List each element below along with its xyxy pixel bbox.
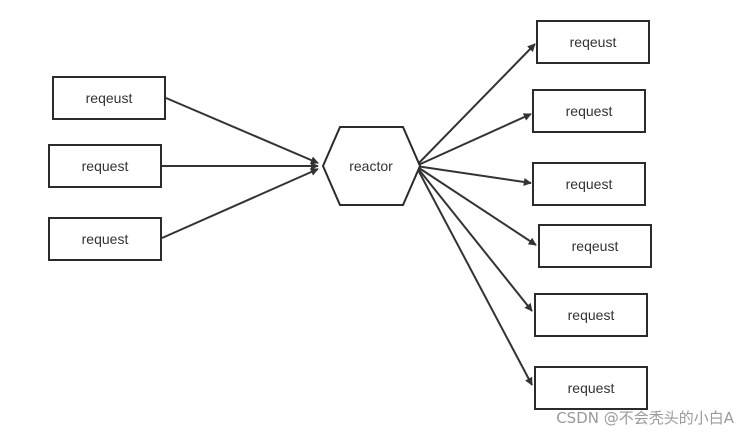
output-request-box-4: [538, 224, 652, 268]
output-request-box-6: [534, 366, 648, 410]
output-request-box-1: [536, 20, 650, 64]
output-request-box-3: [532, 162, 646, 206]
output-request-label-4: reqeust: [572, 238, 619, 254]
output-request-label-6: request: [568, 380, 615, 396]
input-request-label-1: reqeust: [86, 90, 133, 106]
output-request-label-3: request: [566, 176, 613, 192]
reactor-hexagon: [321, 126, 422, 206]
edge-output-5: [415, 165, 533, 312]
input-request-box-3: [48, 217, 162, 261]
input-request-label-2: request: [82, 158, 129, 174]
reactor-label: reactor: [349, 158, 393, 174]
input-request-box-2: [48, 144, 162, 188]
output-request-label-1: reqeust: [570, 34, 617, 50]
edge-output-2: [415, 113, 532, 167]
edge-output-1: [415, 43, 536, 167]
input-request-box-1: [52, 76, 166, 120]
edge-output-6: [415, 165, 533, 386]
output-request-label-2: request: [566, 103, 613, 119]
input-request-label-3: request: [82, 231, 129, 247]
edge-output-4: [415, 165, 537, 246]
edge-output-3: [415, 165, 532, 186]
edge-input-3: [161, 168, 319, 239]
csdn-watermark: CSDN @不会秃头的小白A: [556, 409, 734, 427]
output-request-label-5: request: [568, 307, 615, 323]
edge-input-1: [165, 97, 319, 164]
output-request-box-5: [534, 293, 648, 337]
output-request-box-2: [532, 89, 646, 133]
